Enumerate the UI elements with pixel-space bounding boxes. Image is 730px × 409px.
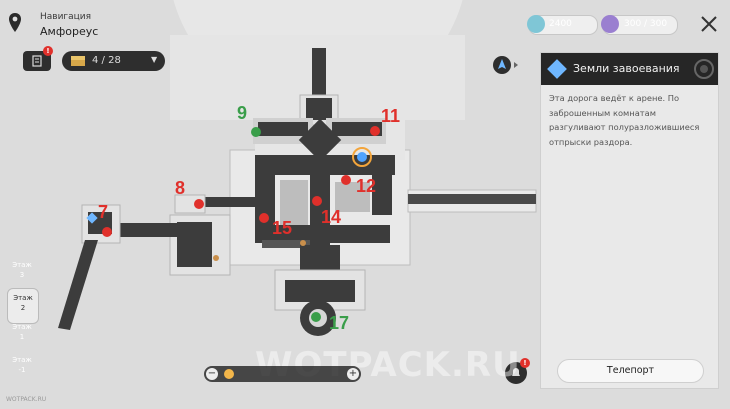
floor-2-label: Этаж 2 (13, 294, 33, 312)
map-markers (86, 126, 380, 322)
marker-11 (370, 126, 380, 136)
chevron-down-icon: ▼ (151, 55, 158, 64)
marker-label-17: 17 (329, 313, 350, 333)
document-icon (32, 55, 42, 67)
notification-badge: ! (43, 46, 53, 56)
resource-2-value: 300 / 300 (624, 19, 668, 29)
floor-minus1-button[interactable]: Этаж -1 (7, 355, 37, 377)
zoom-out-icon[interactable]: − (206, 368, 218, 380)
marker-12 (341, 175, 351, 185)
marker-8 (194, 199, 204, 209)
marker-label-9: 9 (237, 103, 248, 123)
floor-selector: Этаж 3 Этаж 2 Этаж 1 Этаж -1 (7, 250, 39, 380)
marker-label-12: 12 (356, 176, 377, 196)
compass-icon[interactable] (492, 54, 520, 76)
faction-emblem-icon (694, 59, 714, 79)
floor-minus1-label: Этаж -1 (12, 356, 32, 374)
close-icon[interactable] (697, 12, 721, 36)
zoom-slider[interactable]: − + (204, 366, 361, 382)
marker-15 (259, 213, 269, 223)
resource-trailblaze-power[interactable]: 300 / 300 (601, 15, 678, 35)
tracker-badge: ! (520, 358, 530, 368)
bell-icon (512, 368, 520, 376)
marker-17 (311, 312, 321, 322)
marker-label-7: 7 (98, 202, 109, 222)
marker-14 (312, 196, 322, 206)
floor-3-label: Этаж 3 (12, 261, 32, 279)
chest-count: 4 / 28 (92, 55, 121, 66)
panel-description: Эта дорога ведёт к арене. По заброшенным… (549, 93, 700, 147)
resource-stellar-jade: 2400 (527, 15, 598, 35)
zoom-handle[interactable] (224, 369, 234, 379)
jade-icon (527, 15, 545, 33)
chest-counter-dropdown[interactable]: 4 / 28 ▼ (62, 51, 165, 71)
marker-label-15: 15 (272, 218, 293, 238)
marker-7 (102, 227, 112, 237)
nav-title: Навигация (40, 12, 92, 22)
mission-tracker-button[interactable]: ! (505, 358, 530, 384)
marker-label-11: 11 (381, 106, 401, 126)
marker-label-8: 8 (175, 178, 186, 198)
map-pin-icon (9, 13, 21, 32)
resource-1-value: 2400 (549, 19, 572, 29)
power-icon (601, 15, 619, 33)
panel-header: Земли завоевания (541, 53, 718, 85)
watermark-small: WOTPACK.RU (6, 396, 47, 403)
marker-label-14: 14 (321, 207, 342, 227)
zoom-in-icon[interactable]: + (347, 368, 359, 380)
teleport-button[interactable]: Телепорт (557, 359, 704, 383)
floor-1-button[interactable]: Этаж 1 (7, 322, 37, 344)
floor-1-label: Этаж 1 (12, 323, 32, 341)
floor-3-button[interactable]: Этаж 3 (7, 260, 37, 282)
teleport-anchor-icon (547, 59, 567, 79)
quest-log-button[interactable]: ! (23, 46, 53, 71)
panel-title: Земли завоевания (573, 62, 680, 75)
marker-9 (251, 127, 261, 137)
chest-icon (71, 56, 85, 66)
floor-2-button[interactable]: Этаж 2 (7, 288, 39, 324)
location-info-panel: Земли завоевания Эта дорога ведёт к арен… (540, 52, 719, 389)
location-name: Амфореус (40, 25, 99, 38)
